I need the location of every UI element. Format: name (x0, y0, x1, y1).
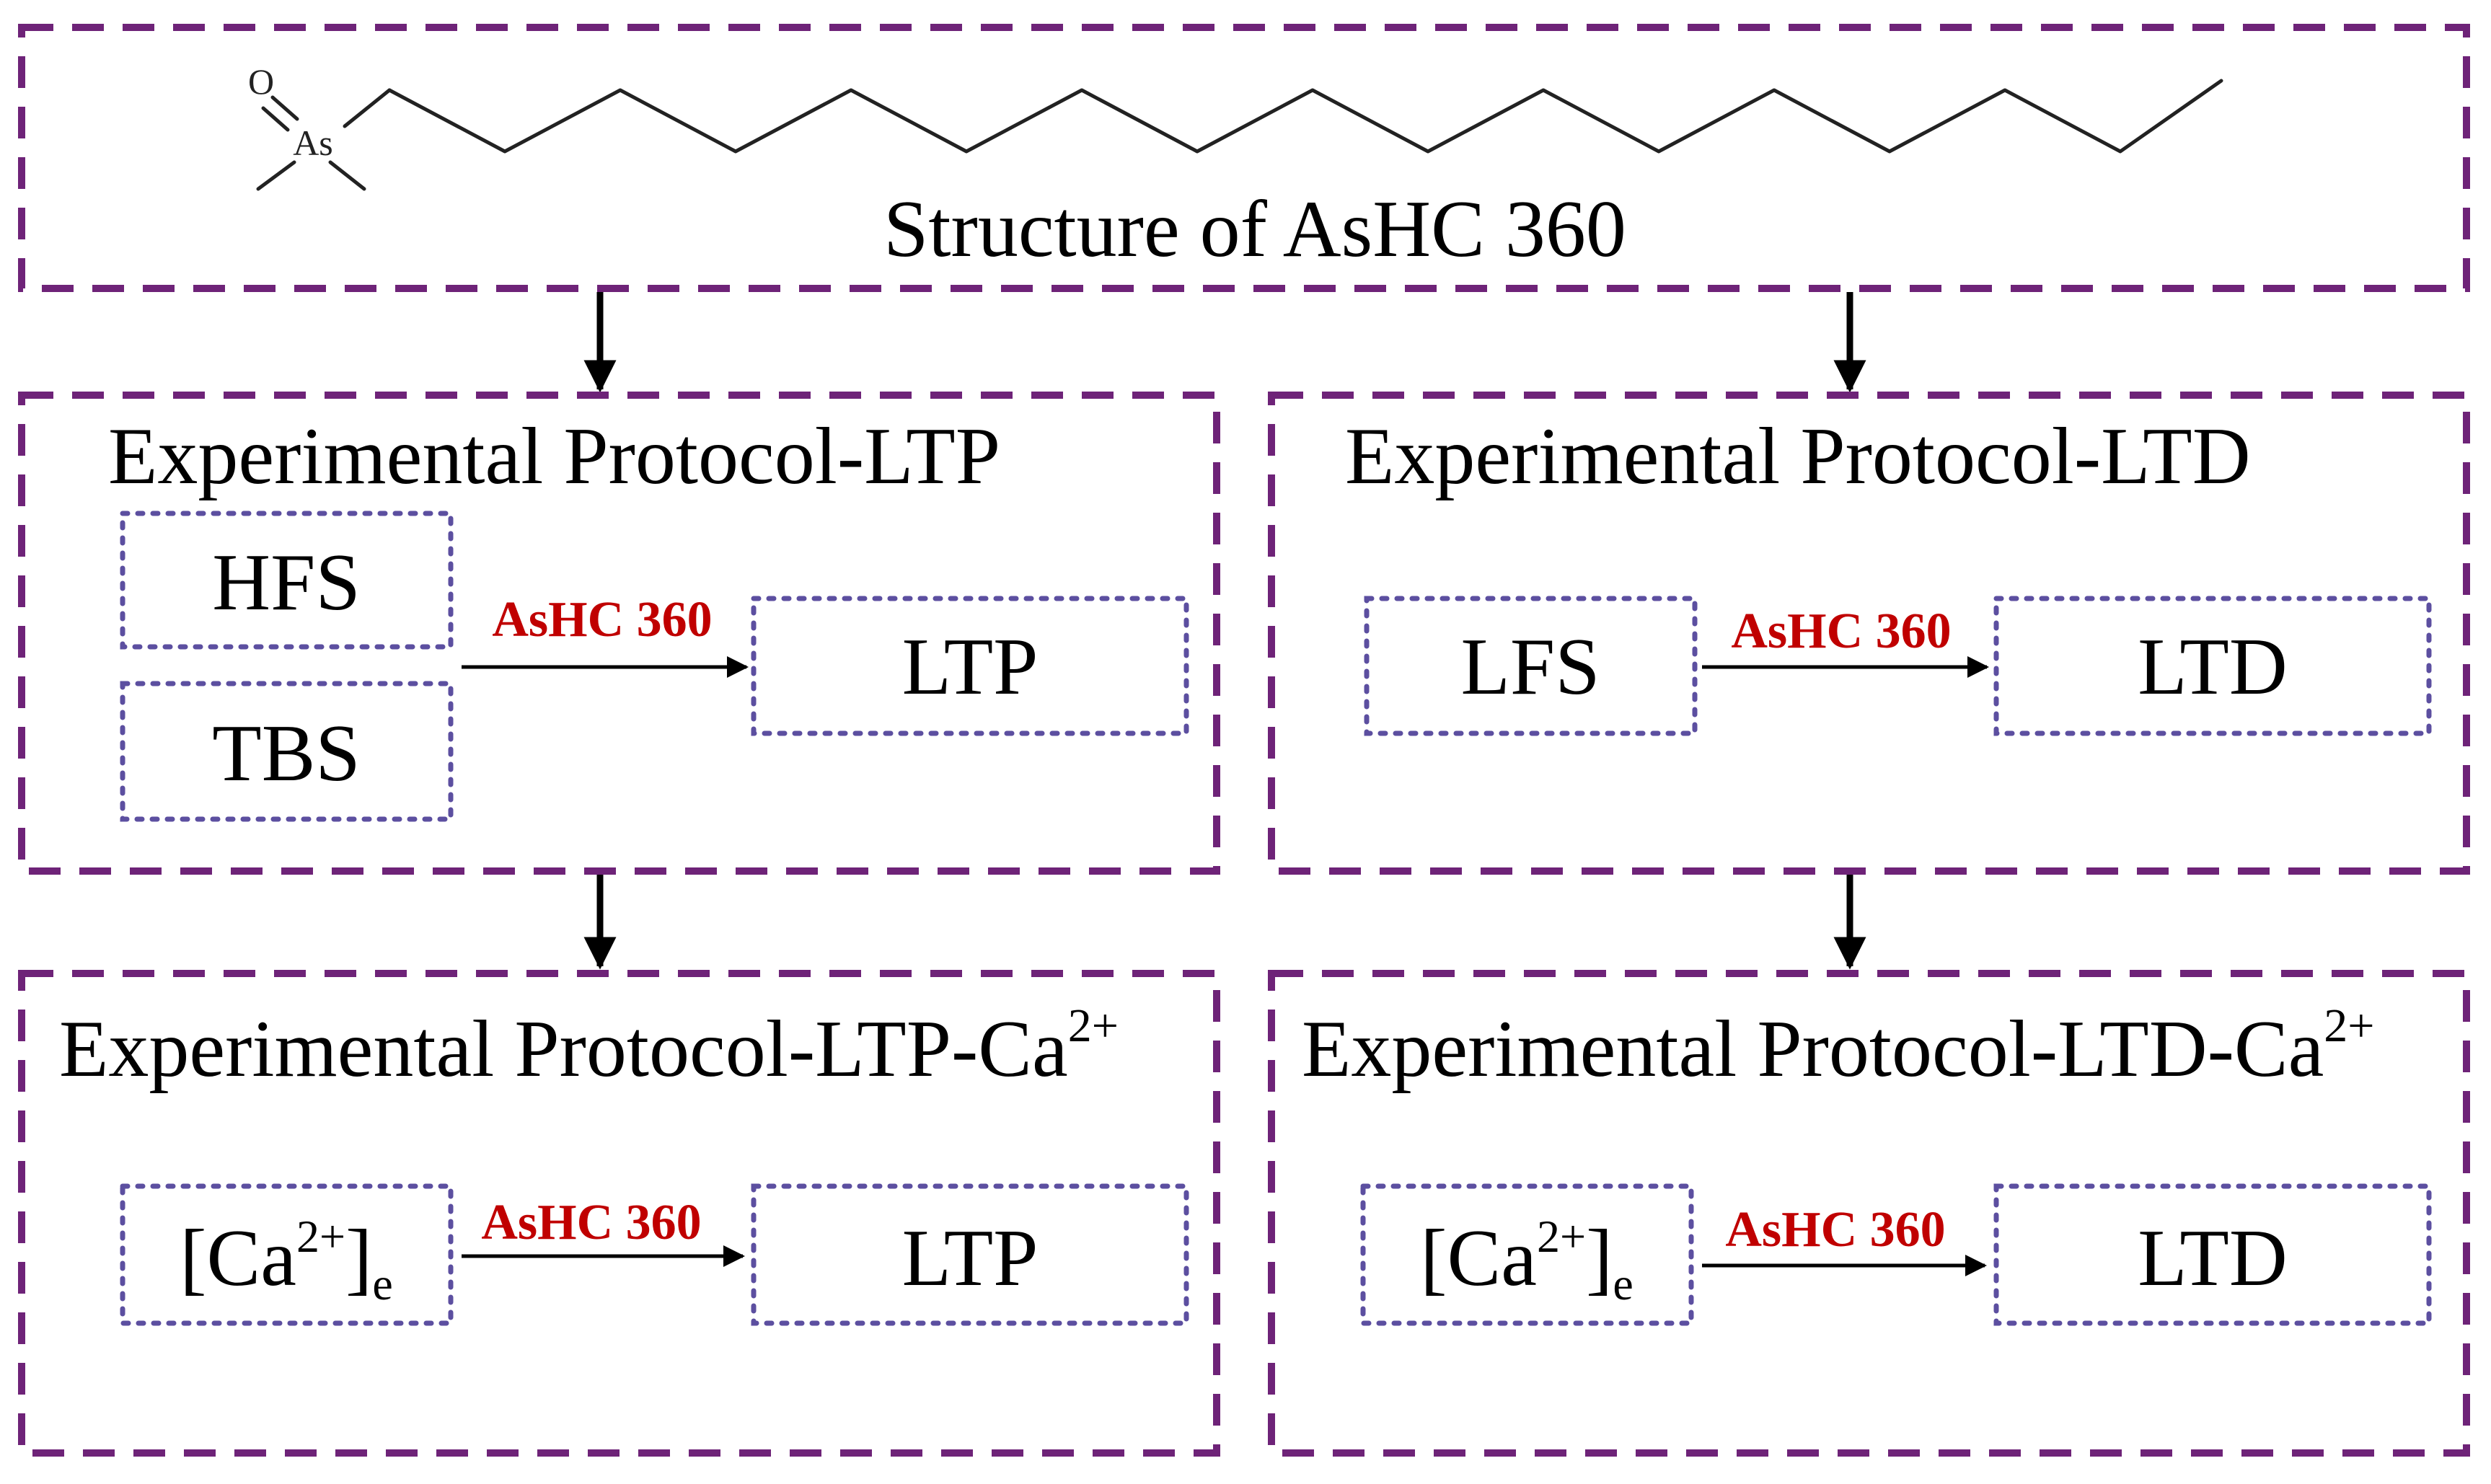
ltd-ca-agent-label: AsHC 360 (1725, 1202, 1945, 1258)
ltd-ca-title-superscript: 2+ (2324, 999, 2374, 1052)
ltp-ca-input-label: [Ca2+]e (180, 1211, 393, 1309)
ltd-ca-panel-title: Experimental Protocol-LTD-Ca2+ (1302, 999, 2375, 1094)
oxygen-atom-label: O (248, 61, 274, 102)
ltd-protocol-panel (1268, 392, 2470, 875)
ltd-outcome-label: LTD (2138, 622, 2287, 712)
tbs-label: TBS (212, 709, 360, 798)
tbs-node (120, 681, 454, 822)
ltd-agent-label: AsHC 360 (1731, 604, 1951, 659)
ltp-ca-panel-title: Experimental Protocol-LTP-Ca2+ (59, 999, 1119, 1094)
hfs-node (120, 511, 454, 650)
ltd-ca-outcome-label: LTD (2138, 1214, 2287, 1303)
ltd-outcome-node (1993, 596, 2432, 736)
ltp-outcome-label: LTP (902, 622, 1039, 712)
ltp-outcome-node (751, 596, 1189, 736)
ltp-ca-outcome-node (751, 1183, 1189, 1326)
structure-panel (18, 24, 2470, 292)
structure-title: Structure of AsHC 360 (883, 185, 1626, 274)
ltp-agent-label: AsHC 360 (492, 592, 712, 648)
ltd-panel-title: Experimental Protocol-LTD (1345, 412, 2251, 501)
lfs-label: LFS (1461, 622, 1600, 712)
ltp-ca-outcome-label: LTP (902, 1214, 1039, 1303)
ltd-ca-outcome-node (1993, 1183, 2432, 1326)
ltp-ca-input-node (120, 1183, 454, 1326)
ltp-protocol-panel (18, 392, 1220, 875)
alkyl-chain (387, 79, 2223, 154)
ashc360-molecule: O As (248, 61, 2223, 191)
arsenic-atom-label: As (293, 123, 333, 163)
ltp-ca-protocol-panel (18, 970, 1220, 1457)
ltp-ca-title-superscript: 2+ (1068, 999, 1119, 1052)
ltd-ca-input-label: [Ca2+]e (1420, 1211, 1634, 1309)
ltd-ca-input-node (1360, 1183, 1694, 1326)
ltp-ca-agent-label: AsHC 360 (481, 1195, 701, 1250)
lfs-node (1364, 596, 1698, 736)
ltp-panel-title: Experimental Protocol-LTP (108, 412, 1000, 501)
ltd-ca-protocol-panel (1268, 970, 2470, 1457)
hfs-label: HFS (212, 538, 360, 627)
